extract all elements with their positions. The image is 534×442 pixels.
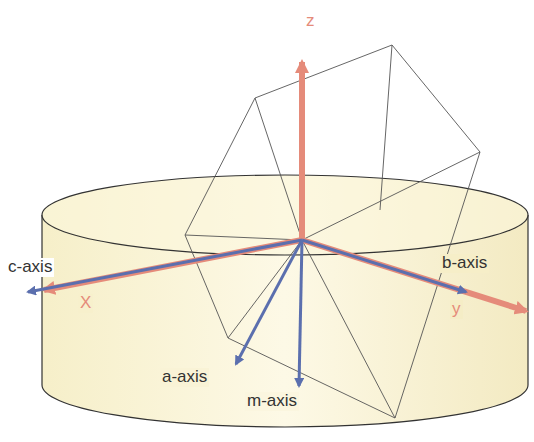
axis-label: z [304, 12, 317, 31]
axis-label: y [450, 300, 463, 319]
axis-label: a-axis [160, 368, 209, 387]
axis-label: X [78, 294, 93, 313]
axis-label: b-axis [440, 254, 489, 273]
axis-label: c-axis [6, 258, 54, 277]
axis-label: m-axis [245, 392, 299, 411]
